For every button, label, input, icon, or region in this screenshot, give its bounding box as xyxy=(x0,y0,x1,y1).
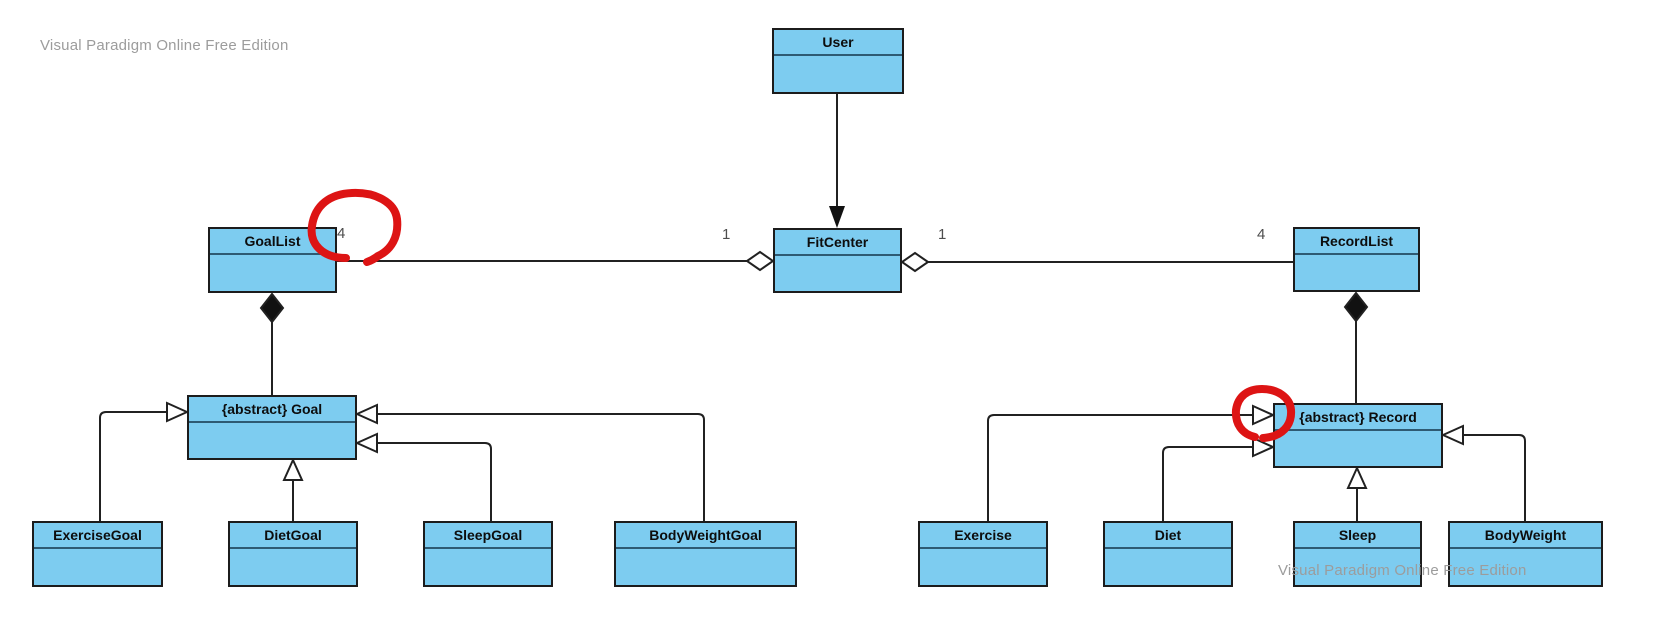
connector-user-fitcenter xyxy=(829,94,845,228)
watermark-bottom-right: Visual Paradigm Online Free Edition xyxy=(1278,562,1527,579)
class-body xyxy=(775,256,900,292)
connector-fitcenter-goallist-aggregation xyxy=(337,250,775,272)
hollow-diamond-icon xyxy=(900,251,930,273)
class-body xyxy=(230,549,356,585)
class-body xyxy=(425,549,551,585)
watermark-top-left: Visual Paradigm Online Free Edition xyxy=(40,37,289,54)
class-fitcenter: FitCenter xyxy=(773,228,902,293)
class-abstract-record: {abstract} Record xyxy=(1273,403,1443,468)
class-title: ExerciseGoal xyxy=(34,523,161,549)
hollow-triangle-icon xyxy=(1346,465,1368,489)
filled-diamond-icon xyxy=(259,292,285,324)
class-body xyxy=(1105,549,1231,585)
class-title: RecordList xyxy=(1295,229,1418,255)
class-body xyxy=(920,549,1046,585)
class-body xyxy=(210,255,335,291)
multiplicity-label-fitcenter-left-1: 1 xyxy=(722,226,731,243)
class-title: User xyxy=(774,30,902,56)
connector-sleep-record-generalization xyxy=(1346,465,1368,521)
connector-dietgoal-goal-generalization xyxy=(282,457,304,521)
class-title: SleepGoal xyxy=(425,523,551,549)
class-title: {abstract} Goal xyxy=(189,397,355,423)
class-user: User xyxy=(772,28,904,94)
class-title: BodyWeightGoal xyxy=(616,523,795,549)
class-sleep: Sleep xyxy=(1293,521,1422,587)
connector-sleepgoal-goal-generalization xyxy=(354,432,492,521)
class-recordlist: RecordList xyxy=(1293,227,1420,292)
hollow-diamond-icon xyxy=(745,250,775,272)
class-title: GoalList xyxy=(210,229,335,255)
class-exercise: Exercise xyxy=(918,521,1048,587)
class-title: Exercise xyxy=(920,523,1046,549)
class-title: FitCenter xyxy=(775,230,900,256)
connector-goallist-goal-composition xyxy=(259,292,285,395)
hollow-triangle-icon xyxy=(1252,404,1276,426)
connector-fitcenter-recordlist-aggregation xyxy=(900,251,1293,273)
class-bodyweightgoal: BodyWeightGoal xyxy=(614,521,797,587)
hollow-triangle-icon xyxy=(282,457,304,481)
connector-recordlist-record-composition xyxy=(1343,291,1369,403)
class-body xyxy=(774,56,902,92)
class-body xyxy=(616,549,795,585)
hollow-triangle-icon xyxy=(354,432,378,454)
class-title: {abstract} Record xyxy=(1275,405,1441,431)
class-diet: Diet xyxy=(1103,521,1233,587)
multiplicity-label-recordlist-4: 4 xyxy=(1257,226,1266,243)
class-title: BodyWeight xyxy=(1450,523,1601,549)
class-goallist: GoalList xyxy=(208,227,337,293)
class-dietgoal: DietGoal xyxy=(228,521,358,587)
class-sleepgoal: SleepGoal xyxy=(423,521,553,587)
class-abstract-goal: {abstract} Goal xyxy=(187,395,357,460)
filled-arrowhead-icon xyxy=(829,206,845,228)
class-body xyxy=(1295,255,1418,291)
class-body xyxy=(1275,431,1441,467)
class-body xyxy=(189,423,355,459)
hollow-triangle-icon xyxy=(166,401,190,423)
class-exercisegoal: ExerciseGoal xyxy=(32,521,163,587)
multiplicity-label-goallist-4: 4 xyxy=(337,225,346,242)
class-title: Diet xyxy=(1105,523,1231,549)
hollow-triangle-icon xyxy=(1252,436,1276,458)
connector-diet-record-generalization xyxy=(1162,436,1276,521)
class-title: Sleep xyxy=(1295,523,1420,549)
connector-bodyweight-record-generalization xyxy=(1440,424,1526,521)
class-body xyxy=(34,549,161,585)
connector-exercise-record-generalization xyxy=(987,404,1276,521)
multiplicity-label-fitcenter-right-1: 1 xyxy=(938,226,947,243)
connector-bodyweightgoal-goal-generalization xyxy=(354,403,705,521)
hollow-triangle-icon xyxy=(354,403,378,425)
filled-diamond-icon xyxy=(1343,291,1369,323)
hollow-triangle-icon xyxy=(1440,424,1464,446)
connector-exercisegoal-goal-generalization xyxy=(99,401,190,521)
class-title: DietGoal xyxy=(230,523,356,549)
class-bodyweight: BodyWeight xyxy=(1448,521,1603,587)
